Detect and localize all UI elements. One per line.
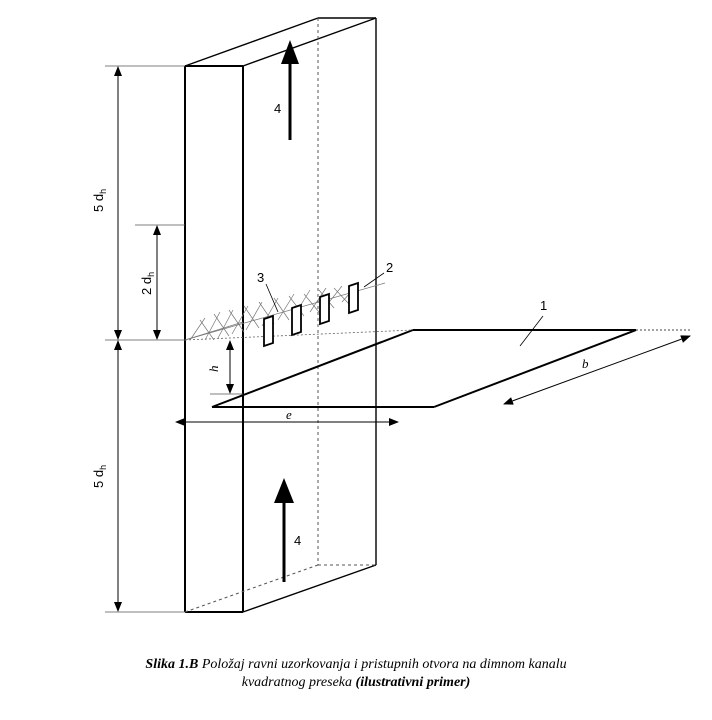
- dimension-lines: [114, 66, 691, 612]
- flow-arrow-bottom: [274, 478, 294, 582]
- caption-figure-number: Slika 1.B: [145, 657, 199, 672]
- caption-line-1: Slika 1.B Položaj ravni uzorkovanja i pr…: [0, 656, 712, 674]
- duct-hidden-edges: [184, 18, 376, 613]
- caption-text-1: Položaj ravni uzorkovanja i pristupnih o…: [198, 657, 567, 672]
- label-4-bottom: 4: [294, 533, 301, 548]
- access-port: [263, 314, 274, 348]
- figure-caption: Slika 1.B Položaj ravni uzorkovanja i pr…: [0, 656, 712, 692]
- dim-e-label: e: [286, 407, 292, 422]
- dim-b-line: [503, 335, 691, 405]
- access-port: [348, 281, 359, 315]
- flow-arrow-top: [281, 40, 299, 140]
- label-4-top: 4: [274, 101, 281, 116]
- dimension-extension-lines: [105, 65, 243, 613]
- dim-b-label: b: [582, 356, 589, 371]
- access-ports: [263, 281, 359, 348]
- label-1: 1: [540, 298, 547, 313]
- label-2: 2: [386, 260, 393, 275]
- dim-upper-label: 5 dh: [91, 189, 108, 212]
- access-port: [291, 303, 302, 337]
- caption-text-2: kvadratnog preseka: [241, 675, 356, 690]
- duct-front-face: [184, 65, 244, 613]
- dim-lower-label: 5 dh: [91, 465, 108, 488]
- leader-lines: [265, 272, 544, 347]
- label-3: 3: [257, 270, 264, 285]
- caption-suffix: (ilustrativni primer): [355, 675, 471, 690]
- duct-side-face: [184, 17, 377, 613]
- sampling-plane: [211, 329, 637, 408]
- dim-mid-label: 2 dh: [139, 272, 156, 295]
- duct-diagram: 5 dh 5 dh 2 dh h e b 1 2 3 4 4: [91, 17, 691, 613]
- caption-line-2: kvadratnog preseka (ilustrativni primer): [0, 674, 712, 692]
- access-port: [319, 292, 330, 326]
- dim-h-label: h: [206, 366, 221, 373]
